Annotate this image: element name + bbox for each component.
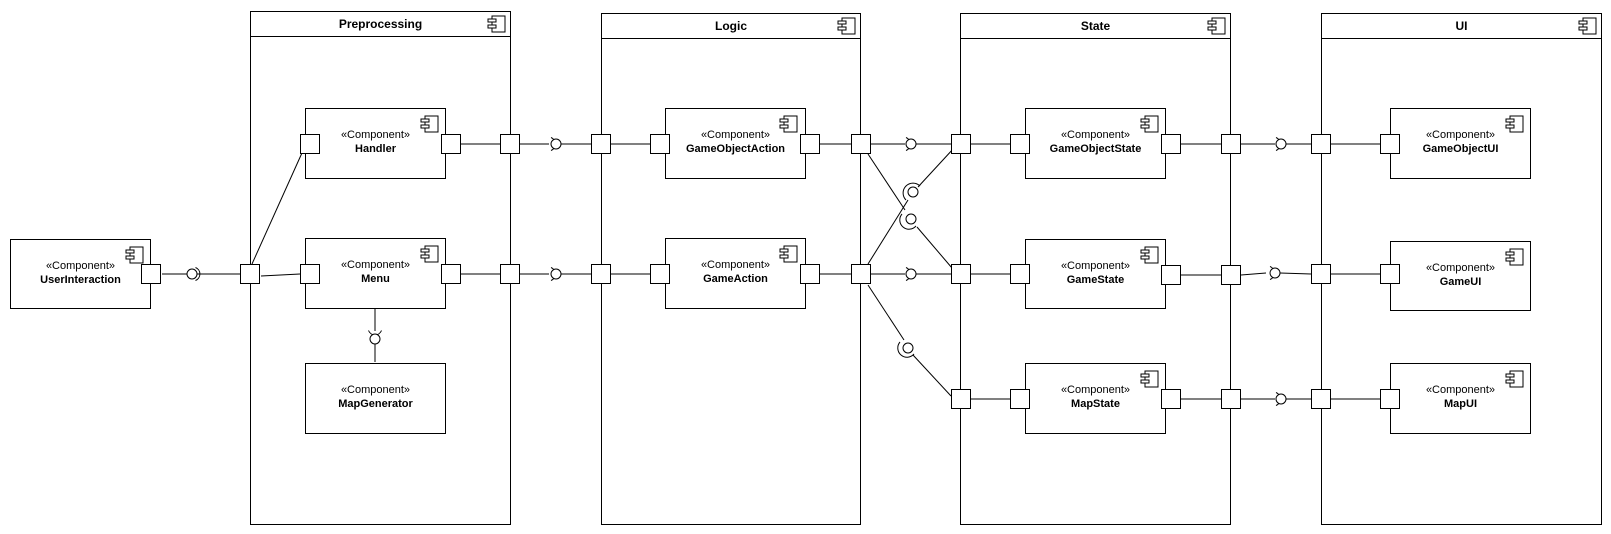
component-name: UserInteraction (40, 274, 121, 286)
component-gameobjectstate[interactable]: «Component» GameObjectState (1025, 108, 1166, 179)
stereotype-label: «Component» (1060, 384, 1131, 396)
component-gameobjectaction[interactable]: «Component» GameObjectAction (665, 108, 806, 179)
component-icon (1505, 370, 1524, 388)
stereotype-label: «Component» (700, 129, 771, 141)
port-gameobjectstate-in[interactable] (1010, 134, 1030, 154)
component-userinteraction[interactable]: «Component» UserInteraction (10, 239, 151, 309)
port-gameaction-out[interactable] (800, 264, 820, 284)
package-title: UI (1322, 14, 1601, 39)
port-handler-in[interactable] (300, 134, 320, 154)
component-mapstate[interactable]: «Component» MapState (1025, 363, 1166, 434)
component-gamestate[interactable]: «Component» GameState (1025, 239, 1166, 309)
port-gameobjectui-in[interactable] (1380, 134, 1400, 154)
package-title: Preprocessing (251, 12, 510, 37)
component-name: Menu (361, 273, 390, 285)
port-mapui-in[interactable] (1380, 389, 1400, 409)
component-icon (420, 245, 439, 263)
component-icon (487, 15, 506, 33)
port-ui-in-bottom[interactable] (1311, 389, 1331, 409)
port-ui-in-mid[interactable] (1311, 264, 1331, 284)
component-mapui[interactable]: «Component» MapUI (1390, 363, 1531, 434)
port-gamestate-out[interactable] (1161, 265, 1181, 285)
stereotype-label: «Component» (1060, 129, 1131, 141)
port-logic-in-mid[interactable] (591, 264, 611, 284)
port-menu-in[interactable] (300, 264, 320, 284)
component-icon (1140, 370, 1159, 388)
port-gameaction-in[interactable] (650, 264, 670, 284)
package-title: State (961, 14, 1230, 39)
component-icon (1140, 115, 1159, 133)
port-gamestate-in[interactable] (1010, 264, 1030, 284)
stereotype-label: «Component» (1060, 260, 1131, 272)
port-userinteraction-out[interactable] (141, 264, 161, 284)
component-name: MapGenerator (338, 398, 413, 410)
component-mapgenerator[interactable]: «Component» MapGenerator (305, 363, 446, 434)
port-menu-out[interactable] (441, 264, 461, 284)
port-state-out-top[interactable] (1221, 134, 1241, 154)
component-gameaction[interactable]: «Component» GameAction (665, 238, 806, 309)
stereotype-label: «Component» (700, 259, 771, 271)
component-menu[interactable]: «Component» Menu (305, 238, 446, 309)
port-preprocessing-out-mid[interactable] (500, 264, 520, 284)
component-name: GameUI (1439, 276, 1482, 288)
stereotype-label: «Component» (1425, 129, 1496, 141)
stereotype-label: «Component» (340, 384, 411, 396)
component-name: MapState (1071, 398, 1120, 410)
port-gameui-in[interactable] (1380, 264, 1400, 284)
port-preprocessing-in[interactable] (240, 264, 260, 284)
port-mapstate-out[interactable] (1161, 389, 1181, 409)
component-icon (779, 115, 798, 133)
port-logic-in-top[interactable] (591, 134, 611, 154)
component-name: GameState (1066, 274, 1125, 286)
port-logic-out-top[interactable] (851, 134, 871, 154)
component-name: GameObjectUI (1422, 143, 1499, 155)
port-state-out-bottom[interactable] (1221, 389, 1241, 409)
stereotype-label: «Component» (1425, 262, 1496, 274)
component-icon (420, 115, 439, 133)
port-mapstate-in[interactable] (1010, 389, 1030, 409)
stereotype-label: «Component» (1425, 384, 1496, 396)
port-gameobjectaction-out[interactable] (800, 134, 820, 154)
component-icon (1578, 17, 1597, 35)
component-gameobjectui[interactable]: «Component» GameObjectUI (1390, 108, 1531, 179)
port-gameobjectstate-out[interactable] (1161, 134, 1181, 154)
port-state-in-mid[interactable] (951, 264, 971, 284)
component-name: MapUI (1444, 398, 1477, 410)
stereotype-label: «Component» (340, 259, 411, 271)
component-handler[interactable]: «Component» Handler (305, 108, 446, 179)
port-logic-out-mid[interactable] (851, 264, 871, 284)
component-name: GameObjectAction (685, 143, 786, 155)
component-name: Handler (355, 143, 396, 155)
port-gameobjectaction-in[interactable] (650, 134, 670, 154)
port-state-out-mid[interactable] (1221, 265, 1241, 285)
package-title: Logic (602, 14, 860, 39)
component-name: GameObjectState (1049, 143, 1142, 155)
stereotype-label: «Component» (45, 260, 116, 272)
port-preprocessing-out-top[interactable] (500, 134, 520, 154)
component-icon (779, 245, 798, 263)
component-icon (1140, 246, 1159, 264)
component-name: GameAction (703, 273, 768, 285)
component-icon (125, 246, 144, 264)
port-state-in-top[interactable] (951, 134, 971, 154)
component-icon (1207, 17, 1226, 35)
component-gameui[interactable]: «Component» GameUI (1390, 241, 1531, 311)
stereotype-label: «Component» (340, 129, 411, 141)
component-icon (1505, 248, 1524, 266)
port-ui-in-top[interactable] (1311, 134, 1331, 154)
component-icon (837, 17, 856, 35)
component-icon (1505, 115, 1524, 133)
port-state-in-bottom[interactable] (951, 389, 971, 409)
port-handler-out[interactable] (441, 134, 461, 154)
